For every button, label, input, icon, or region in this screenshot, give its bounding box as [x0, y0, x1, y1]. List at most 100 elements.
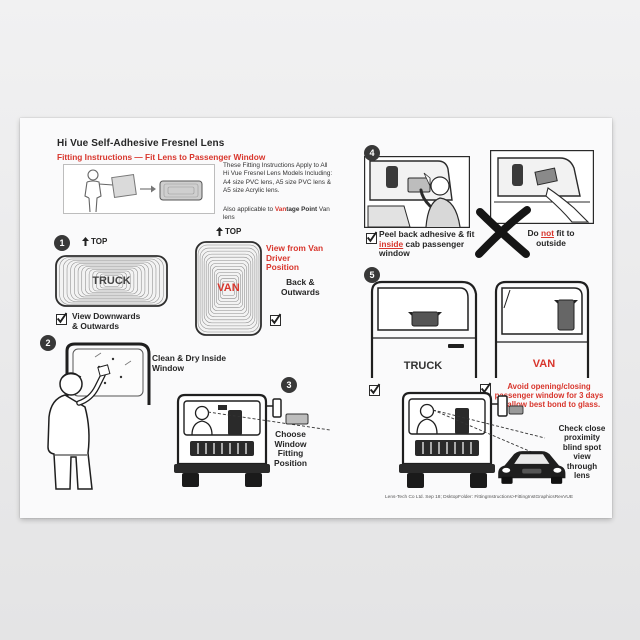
van-caption: Back & Outwards — [281, 277, 320, 297]
sight-line — [207, 411, 331, 431]
truck-top-label: TOP — [91, 237, 108, 246]
checkbox-icon — [270, 313, 282, 326]
footer-credit: Lens-Tech Co Ltd. Sep 18; DsktopFolder: … — [385, 495, 574, 500]
fresnel-ring — [70, 261, 153, 301]
intro-illustration — [63, 164, 215, 214]
person-holding-lens-icon — [84, 169, 114, 213]
van-lens-label: VAN — [217, 282, 240, 294]
step-3-number: 3 — [281, 377, 297, 393]
van-driver-note: View from Van Driver Position — [266, 243, 324, 273]
fresnel-ring — [207, 259, 250, 318]
bond-warning: Avoid opening/closing passenger window f… — [494, 382, 604, 409]
side-mirror — [512, 164, 523, 186]
truck-door-illustration — [370, 280, 478, 378]
fresnel-ring — [205, 256, 252, 321]
step-3-caption: Choose Window Fitting Position — [274, 429, 308, 468]
document-subtitle: Fitting Instructions — Fit Lens to Passe… — [57, 152, 266, 162]
step-5-truck-label: TRUCK — [403, 360, 443, 372]
car-icon — [498, 451, 566, 484]
checkbox-icon — [366, 231, 378, 244]
cross-icon — [475, 206, 531, 258]
arrow-up-icon — [216, 227, 223, 236]
fresnel-ring — [59, 257, 164, 305]
lens-on-outside — [534, 167, 558, 186]
step-4-caption-start: Peel back adhesive & fit — [379, 229, 475, 239]
lens-preview — [159, 180, 203, 201]
step-1-caption: View Downwards & Outwards — [72, 311, 141, 331]
fresnel-ring — [201, 250, 256, 327]
step-4-caption-end: cab passenger window — [379, 238, 465, 259]
fresnel-ring — [77, 264, 146, 298]
side-mirror — [386, 166, 398, 188]
fresnel-ring — [212, 266, 245, 311]
step-2-number: 2 — [40, 335, 56, 351]
fresnel-ring — [66, 260, 157, 302]
also-suffix: Van lens — [223, 206, 330, 222]
blind-spot-note: Check close proximity blind spot view th… — [558, 424, 606, 481]
sight-line — [432, 409, 542, 457]
step-4-correct-photo — [364, 156, 471, 229]
lens-outline — [55, 255, 168, 307]
hand-outside — [545, 187, 590, 223]
fresnel-ring — [96, 272, 127, 290]
fresnel-ring — [214, 269, 243, 308]
fresnel-ring — [209, 262, 248, 315]
fresnel-ring — [88, 269, 135, 293]
truck-fresnel-lens — [55, 255, 168, 307]
instruction-sheet: Hi Vue Self-Adhesive Fresnel Lens Fittin… — [20, 118, 612, 518]
fresnel-ring — [81, 266, 142, 296]
brand-van: Van — [274, 206, 287, 213]
fresnel-ring — [216, 272, 241, 305]
checkbox-icon — [369, 383, 381, 396]
intro-text: These Fitting Instructions Apply to All … — [223, 162, 333, 194]
fresnel-ring — [103, 275, 120, 287]
van-fresnel-lens — [195, 241, 262, 336]
step-5-van-label: VAN — [532, 358, 556, 370]
lens-on-glass — [407, 177, 431, 193]
sight-line — [432, 409, 546, 439]
also-applicable-text: Also applicable to Vantage Point Van len… — [223, 206, 335, 223]
lens-sheet — [111, 174, 137, 198]
van-door-illustration — [494, 280, 590, 378]
step-4-caption: Peel back adhesive & fit inside cab pass… — [379, 229, 475, 259]
wrong-caption-start: Do — [527, 228, 541, 238]
fresnel-ring — [220, 278, 237, 299]
lens-on-truck-window — [411, 311, 439, 327]
fresnel-ring — [203, 253, 254, 324]
fresnel-ring — [74, 263, 149, 299]
fresnel-ring — [199, 247, 258, 330]
brand-rest: tage Point — [286, 206, 318, 213]
fresnel-ring — [63, 258, 160, 304]
person-head — [430, 176, 450, 196]
step-5-truck-view — [399, 391, 546, 488]
lens-on-van-window — [557, 299, 575, 331]
arrow-up-icon — [82, 237, 89, 246]
lens-position-marker — [285, 413, 309, 425]
fresnel-ring — [197, 244, 260, 333]
step-2-caption: Clean & Dry Inside Window — [152, 353, 227, 373]
checkbox-icon — [56, 312, 68, 325]
also-prefix: Also applicable to — [223, 206, 275, 213]
step-4-wrong-caption: Do not fit to outside — [518, 228, 584, 248]
fresnel-ring — [222, 281, 235, 296]
fresnel-ring — [218, 275, 239, 302]
van-top-indicator: TOP — [216, 227, 241, 236]
wrong-caption-emphasis: not — [541, 228, 555, 238]
fresnel-ring — [85, 267, 138, 295]
van-top-label: TOP — [225, 227, 242, 236]
person-cleaning-icon — [47, 364, 111, 490]
lens-position-marker — [508, 405, 524, 415]
step-4-wrong-photo — [490, 150, 595, 225]
truck-front-icon — [174, 393, 282, 487]
truck-front-icon — [399, 391, 508, 488]
fresnel-ring — [99, 273, 124, 289]
step-4-caption-emphasis: inside — [379, 238, 404, 249]
truck-top-indicator: TOP — [82, 237, 107, 246]
lens-outline — [195, 241, 262, 336]
arrow-right-icon — [140, 185, 156, 193]
step-2-illustration — [47, 342, 151, 490]
truck-lens-label: TRUCK — [92, 275, 131, 287]
step-3-illustration — [174, 393, 331, 487]
step-4-number: 4 — [364, 145, 380, 161]
step-5-number: 5 — [364, 267, 380, 283]
